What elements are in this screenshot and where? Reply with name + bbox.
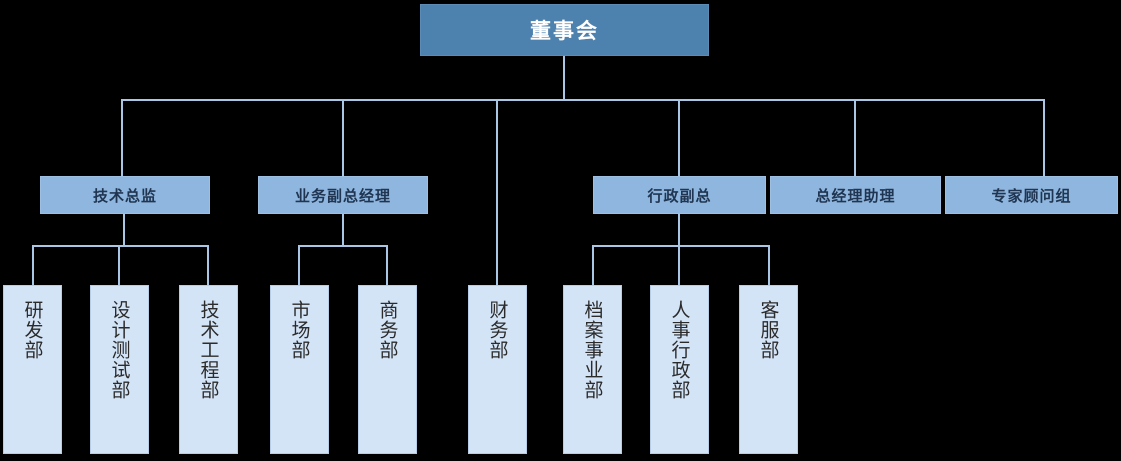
connector-drop-tech-eng-dept bbox=[207, 245, 209, 286]
node-label: 人事行政部 bbox=[668, 300, 691, 400]
connector-drop-service-dept bbox=[768, 245, 770, 286]
connector-stem-business-vp bbox=[342, 213, 344, 246]
node-label: 专家顾问组 bbox=[991, 186, 1072, 205]
connector-drop-gm-assistant bbox=[854, 99, 856, 177]
node-label: 业务副总经理 bbox=[294, 186, 391, 205]
node-rd-dept[interactable]: 研发部 bbox=[3, 285, 62, 454]
connector-root-stem bbox=[563, 56, 565, 101]
node-board-of-directors[interactable]: 董事会 bbox=[420, 4, 709, 56]
node-label: 档案事业部 bbox=[581, 300, 604, 400]
node-label: 客服部 bbox=[757, 300, 780, 360]
node-tech-director[interactable]: 技术总监 bbox=[40, 176, 210, 214]
connector-bus-admin-vp bbox=[592, 245, 770, 247]
connector-drop-business-vp bbox=[342, 99, 344, 177]
node-finance-dept[interactable]: 财务部 bbox=[468, 285, 527, 454]
node-label: 行政副总 bbox=[647, 186, 712, 205]
connector-drop-marketing-dept bbox=[298, 245, 300, 286]
connector-stem-tech-director bbox=[123, 213, 125, 246]
node-commerce-dept[interactable]: 商务部 bbox=[358, 285, 417, 454]
node-label: 研发部 bbox=[21, 300, 44, 360]
node-expert-group[interactable]: 专家顾问组 bbox=[945, 176, 1118, 214]
node-label: 市场部 bbox=[288, 300, 311, 360]
node-design-test-dept[interactable]: 设计测试部 bbox=[90, 285, 149, 454]
node-label: 技术总监 bbox=[92, 186, 157, 205]
node-label: 技术工程部 bbox=[197, 300, 220, 400]
node-service-dept[interactable]: 客服部 bbox=[739, 285, 798, 454]
node-admin-vp[interactable]: 行政副总 bbox=[593, 176, 766, 214]
connector-main-bus bbox=[121, 99, 1045, 101]
connector-drop-hr-admin-dept bbox=[678, 245, 680, 286]
node-business-vp[interactable]: 业务副总经理 bbox=[258, 176, 428, 214]
node-label: 总经理助理 bbox=[815, 186, 896, 205]
connector-stem-admin-vp bbox=[678, 213, 680, 246]
connector-drop-finance-dept bbox=[496, 99, 498, 286]
node-label: 商务部 bbox=[376, 300, 399, 360]
node-gm-assistant[interactable]: 总经理助理 bbox=[770, 176, 941, 214]
connector-drop-admin-vp bbox=[678, 99, 680, 177]
connector-drop-rd-dept bbox=[32, 245, 34, 286]
node-archive-dept[interactable]: 档案事业部 bbox=[563, 285, 622, 454]
connector-drop-archive-dept bbox=[592, 245, 594, 286]
node-label: 董事会 bbox=[530, 19, 599, 43]
connector-drop-tech-director bbox=[121, 99, 123, 177]
node-hr-admin-dept[interactable]: 人事行政部 bbox=[650, 285, 709, 454]
node-label: 设计测试部 bbox=[108, 300, 131, 400]
connector-drop-design-test-dept bbox=[118, 245, 120, 286]
connector-bus-business-vp bbox=[298, 245, 388, 247]
connector-drop-commerce-dept bbox=[386, 245, 388, 286]
connector-bus-tech-director bbox=[32, 245, 209, 247]
node-tech-eng-dept[interactable]: 技术工程部 bbox=[179, 285, 238, 454]
node-marketing-dept[interactable]: 市场部 bbox=[270, 285, 329, 454]
connector-drop-expert-group bbox=[1043, 99, 1045, 177]
node-label: 财务部 bbox=[486, 300, 509, 360]
